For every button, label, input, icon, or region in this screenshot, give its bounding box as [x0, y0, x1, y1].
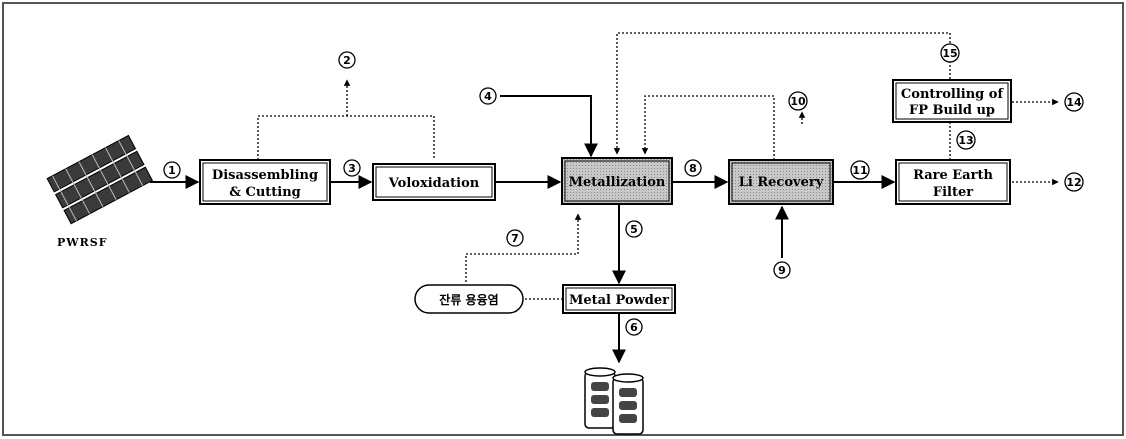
svg-text:5: 5 [630, 223, 638, 236]
canister-left [584, 367, 616, 429]
metallization-box: Metallization [561, 157, 673, 205]
offgas-2-line [257, 115, 435, 160]
step-7: 7 [506, 229, 524, 247]
step-2: 2 [338, 51, 356, 69]
step-15: 15 [940, 43, 960, 63]
metal-powder-box: Metal Powder [562, 284, 676, 314]
step-12: 12 [1064, 172, 1084, 192]
svg-text:3: 3 [348, 162, 356, 175]
dotted-flow-lines [257, 32, 1059, 300]
svg-text:6: 6 [630, 321, 638, 334]
recycle-10-line [641, 95, 775, 160]
svg-text:9: 9 [778, 264, 786, 277]
step-4: 4 [479, 87, 497, 105]
recycle-15-line [613, 32, 951, 155]
rare-earth-label-2: Filter [933, 185, 973, 200]
canister-right [612, 373, 644, 435]
metal-powder-label: Metal Powder [569, 293, 669, 308]
step-9: 9 [773, 261, 791, 279]
fuel-assembly-icon [46, 134, 154, 225]
fp-control-label-1: Controlling of [901, 87, 1005, 102]
li-recovery-box: Li Recovery [728, 159, 834, 205]
svg-text:13: 13 [958, 134, 973, 147]
step-6: 6 [625, 318, 643, 336]
svg-text:10: 10 [790, 95, 806, 108]
rare-earth-label-1: Rare Earth [913, 168, 993, 183]
step-13: 13 [956, 130, 976, 150]
svg-text:14: 14 [1066, 96, 1082, 109]
step-markers: 1 2 3 4 5 6 7 8 9 10 11 12 13 14 15 [163, 43, 1084, 336]
voloxidation-box: Voloxidation [372, 163, 496, 201]
fp-control-box: Controlling of FP Build up [892, 79, 1012, 123]
step-14: 14 [1064, 92, 1084, 112]
step-3: 3 [343, 159, 361, 177]
svg-text:4: 4 [484, 90, 492, 103]
source-label: PWRSF [57, 236, 108, 249]
svg-text:1: 1 [168, 164, 176, 177]
metallization-label: Metallization [569, 175, 666, 190]
svg-text:2: 2 [343, 54, 351, 67]
recycle-7-line [465, 213, 582, 282]
storage-canister-icon [584, 367, 644, 435]
residual-salt-box: 잔류 용융염 [414, 284, 524, 314]
fp-control-label-2: FP Build up [909, 103, 995, 118]
voloxidation-label: Voloxidation [388, 176, 480, 191]
residual-salt-label: 잔류 용융염 [439, 292, 498, 307]
svg-text:7: 7 [511, 232, 519, 245]
disassembling-label-1: Disassembling [212, 168, 318, 183]
step-10: 10 [788, 91, 808, 111]
arrow-4 [500, 95, 598, 158]
solid-flow-lines [150, 95, 896, 364]
step-8: 8 [684, 159, 702, 177]
svg-text:11: 11 [852, 164, 867, 177]
step-11: 11 [850, 160, 870, 180]
svg-text:8: 8 [689, 162, 697, 175]
svg-text:12: 12 [1066, 176, 1081, 189]
disassembling-box: Disassembling & Cutting [199, 159, 331, 205]
step-5: 5 [625, 220, 643, 238]
rare-earth-filter-box: Rare Earth Filter [895, 159, 1011, 205]
svg-text:15: 15 [942, 47, 957, 60]
step-1: 1 [163, 161, 181, 179]
li-recovery-label: Li Recovery [739, 175, 824, 190]
disassembling-label-2: & Cutting [229, 185, 301, 200]
